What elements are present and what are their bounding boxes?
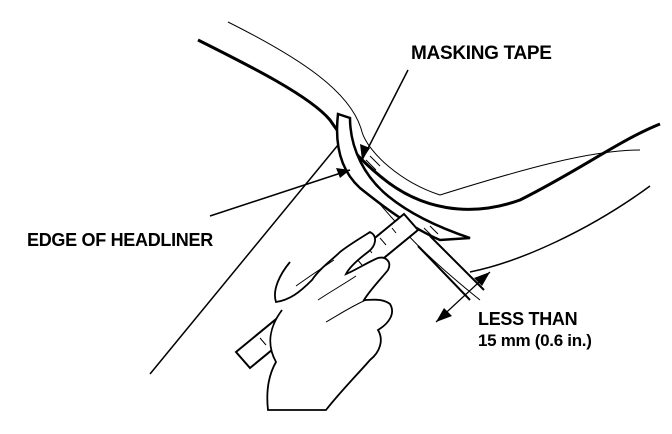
edge-leader-line — [209, 169, 351, 217]
tape-hatch — [365, 155, 439, 237]
edge-band — [417, 235, 485, 301]
headliner-right-edge — [469, 185, 651, 273]
label-dimension-value: 15 mm (0.6 in.) — [478, 331, 592, 350]
tape-leader-line — [361, 69, 409, 161]
edge-leader-arrow — [336, 168, 350, 178]
label-masking-tape: MASKING TAPE — [411, 43, 552, 64]
hand-finger-lines — [295, 259, 367, 323]
dimension-arrow-lower — [436, 308, 452, 322]
tape-leader-arrow — [360, 144, 370, 160]
dimension-arrow-upper — [474, 272, 490, 286]
roof-frame-line — [197, 38, 661, 211]
label-less-than: LESS THAN — [478, 309, 578, 329]
roof-outline-thin — [227, 21, 641, 196]
headliner-left-edge — [149, 144, 339, 375]
hand — [266, 230, 393, 411]
label-edge-of-headliner: EDGE OF HEADLINER — [27, 230, 213, 250]
